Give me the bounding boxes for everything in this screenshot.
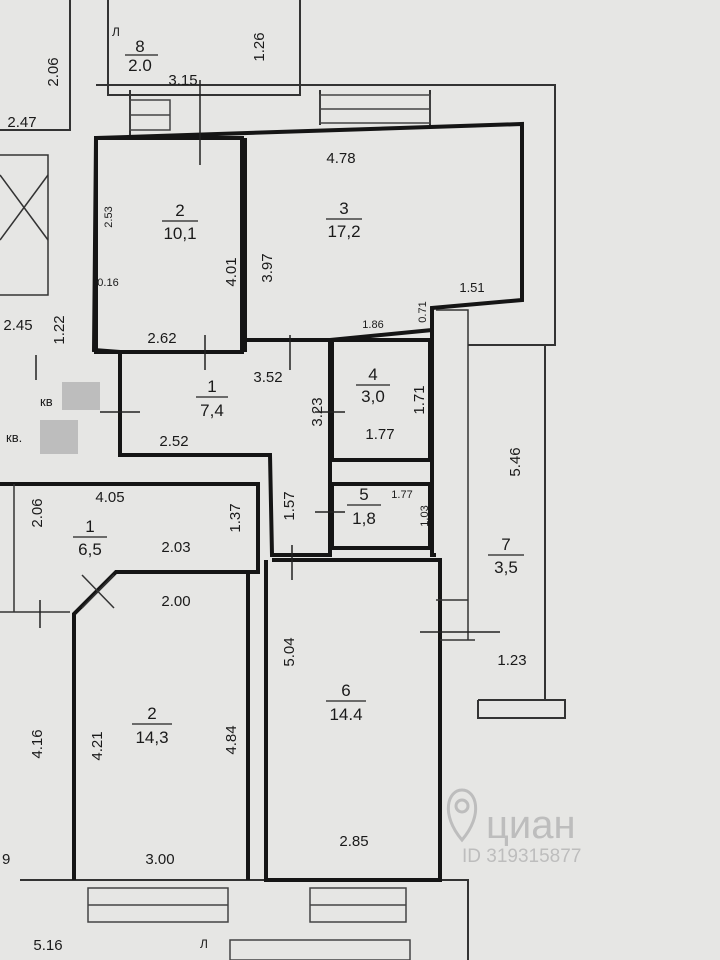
apartment-walls	[0, 121, 524, 882]
room-8-label: 8 2.0	[125, 37, 158, 75]
dimension-label: 1.77	[391, 489, 412, 501]
room-6-label: 6 14.4	[326, 681, 366, 724]
room-7-label: 7 3,5	[488, 535, 524, 577]
room-number: 6	[341, 681, 350, 700]
room-number: 5	[359, 485, 368, 504]
dimension-label: 1.57	[281, 491, 298, 520]
dimension-label: 1.71	[411, 385, 428, 414]
room-area: 14.4	[329, 705, 362, 724]
dimension-label: 2.06	[29, 498, 46, 527]
marker-l-top: Л	[112, 25, 120, 39]
room-area: 3,0	[361, 387, 385, 406]
apartment-marker: кв	[40, 394, 53, 409]
watermark-id: ID 319315877	[462, 846, 581, 867]
dimension-label: 5.16	[33, 937, 62, 954]
room-area: 6,5	[78, 540, 102, 559]
room-area: 1,8	[352, 509, 376, 528]
room-area: 17,2	[327, 222, 360, 241]
room-number: 7	[501, 535, 510, 554]
dimension-label: 2.52	[159, 433, 188, 450]
room-labels: 8 2.0 2 10,1 3 17,2 1 7,4 4 3,0 5 1,8	[73, 37, 524, 747]
dimension-label: 1.86	[362, 319, 383, 331]
dimension-label: 3.97	[259, 253, 276, 282]
dimension-label: 3.23	[309, 397, 326, 426]
room-number: 1	[207, 377, 216, 396]
dimension-label: 1.37	[227, 503, 244, 532]
dimension-label: 5.46	[507, 447, 524, 476]
dimension-label: 2.62	[147, 330, 176, 347]
marker-labels: Л Л кв кв.	[6, 25, 208, 951]
room-number: 4	[368, 365, 377, 384]
dimension-label: 1.77	[365, 426, 394, 443]
dimension-label: 2.85	[339, 833, 368, 850]
apartment-marker: кв.	[6, 430, 22, 445]
dimension-label: 2.06	[45, 57, 62, 86]
dimension-ticks	[35, 80, 500, 633]
watermark: циан ID 319315877	[446, 788, 581, 867]
dimension-label: 4.05	[95, 489, 124, 506]
dimension-label: 4.21	[89, 731, 106, 760]
dimension-label: 5.04	[281, 637, 298, 666]
dimension-label: 4.84	[223, 725, 240, 754]
thin-walls	[0, 154, 475, 641]
redaction-block	[40, 420, 78, 454]
dimension-label: 1.23	[497, 652, 526, 669]
room-number: 8	[135, 37, 144, 56]
marker-l-bottom: Л	[200, 937, 208, 951]
room-1-neighbor-label: 1 6,5	[73, 517, 107, 559]
dimension-label: 3.00	[145, 851, 174, 868]
dimension-label: 1.22	[51, 315, 68, 344]
dimension-label: 2.53	[103, 206, 115, 227]
dimension-label: 2.03	[161, 539, 190, 556]
room-3-label: 3 17,2	[326, 199, 362, 241]
room-number: 2	[147, 704, 156, 723]
window-sills	[87, 94, 431, 960]
location-pin-icon	[446, 788, 478, 843]
room-area: 3,5	[494, 558, 518, 577]
dimension-label: 2.00	[161, 593, 190, 610]
room-1-hall-label: 1 7,4	[196, 377, 228, 420]
dimension-labels: 2.06 1.26 3.15 2.47 4.78 2.53 4.01 3.97 …	[2, 32, 527, 954]
room-number: 3	[339, 199, 348, 218]
dimension-label: 2.47	[7, 114, 36, 131]
dimension-label: 3.15	[168, 72, 197, 89]
dimension-label: 4.78	[326, 150, 355, 167]
room-4-label: 4 3,0	[356, 365, 390, 406]
room-2-neighbor-label: 2 14,3	[132, 704, 172, 747]
room-number: 2	[175, 201, 184, 220]
dimension-label: 1.51	[459, 280, 484, 295]
watermark-brand: циан	[486, 803, 576, 847]
room-number: 1	[85, 517, 94, 536]
room-area: 7,4	[200, 401, 224, 420]
dimension-label: 0.16	[97, 277, 118, 289]
room-2-label: 2 10,1	[162, 201, 198, 243]
redaction-block	[62, 382, 100, 410]
dimension-label: 4.16	[29, 729, 46, 758]
room-area: 14,3	[135, 728, 168, 747]
dimension-label: 2.45	[3, 317, 32, 334]
dimension-label: 9	[2, 851, 10, 868]
room-area: 2.0	[128, 56, 152, 75]
dimension-label: 1.03	[419, 505, 431, 526]
dimension-label: 0.71	[417, 301, 429, 322]
dimension-label: 1.26	[251, 32, 268, 61]
room-5-label: 5 1,8	[347, 485, 381, 528]
dimension-label: 3.52	[253, 369, 282, 386]
room-area: 10,1	[163, 224, 196, 243]
dimension-label: 4.01	[223, 257, 240, 286]
